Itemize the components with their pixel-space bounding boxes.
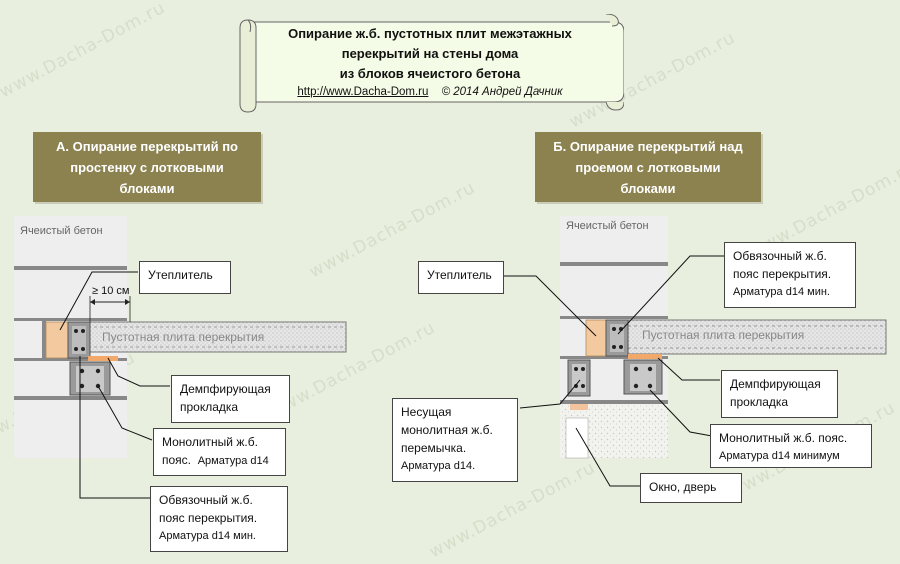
panel-a-leaders	[59, 271, 170, 499]
panel-a-insulation	[45, 321, 69, 359]
panel-b-opening-pad	[570, 404, 588, 410]
page-title: Опирание ж.б. пустотных плит межэтажных …	[288, 26, 572, 81]
panel-a-wall-label: Ячеистый бетон	[20, 225, 103, 237]
panel-b-wall-label: Ячеистый бетон	[566, 220, 649, 232]
callout-b-tie-belt: Обвязочный ж.б.пояс перекрытия.Арматура …	[724, 242, 856, 308]
callout-b-opening: Окно, дверь	[640, 473, 742, 503]
callout-b-insulation: Утеплитель	[418, 261, 504, 294]
title-credits: http://www.Dacha-Dom.ru © 2014 Андрей Да…	[244, 86, 616, 98]
panel-a-tie-belt	[67, 321, 91, 359]
callout-a-monolithic: Монолитный ж.б. пояс. Арматура d14	[153, 428, 286, 476]
panel-a-pad	[88, 356, 118, 361]
panel-a-monolithic-belt	[69, 361, 111, 396]
panel-b-insulation	[585, 319, 607, 357]
copyright-text: © 2014 Андрей Дачник	[441, 86, 563, 98]
panel-b-monolithic-belt	[623, 359, 663, 395]
panel-b-pad	[628, 354, 662, 359]
callout-a-insulation: Утеплитель	[139, 261, 231, 294]
callout-b-monolithic: Монолитный ж.б. пояс.Арматура d14 миниму…	[710, 424, 872, 468]
site-link[interactable]: http://www.Dacha-Dom.ru	[297, 86, 429, 98]
panel-b-tie-belt	[605, 319, 629, 357]
panel-b-slab-label: Пустотная плита перекрытия	[642, 328, 805, 342]
panel-a-dimension: ≥ 10 см	[92, 285, 130, 297]
panel-b-lintel	[567, 359, 591, 397]
title-scroll	[239, 14, 624, 113]
panel-b-leaders	[500, 255, 724, 487]
callout-a-tie-belt: Обвязочный ж.б.пояс перекрытия.Арматура …	[150, 486, 288, 552]
panel-a-slab-label: Пустотная плита перекрытия	[102, 330, 265, 344]
